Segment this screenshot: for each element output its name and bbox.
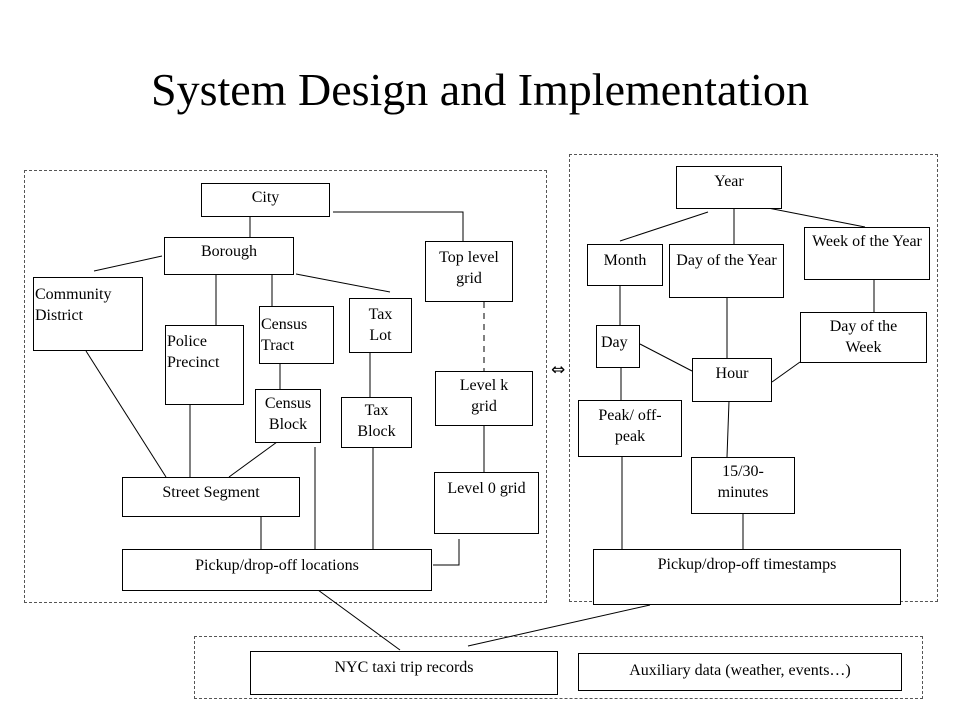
spatial-hierarchy-group (24, 170, 547, 603)
census-block-box: Census Block (255, 389, 321, 443)
borough-box: Borough (164, 237, 294, 275)
edge-census-block-street-segment (228, 441, 278, 478)
edge-pickup-taxi-records (317, 589, 401, 651)
day-of-the-week-box: Day of the Week (800, 312, 927, 363)
minutes-box: 15/30- minutes (691, 457, 795, 514)
community-district-box: Community District (33, 277, 143, 351)
level-k-grid-box: Level k grid (435, 371, 533, 426)
edge-city-top-level-grid (333, 211, 464, 241)
police-precinct-box: Police Precinct (165, 325, 244, 405)
edge-timestamps-taxi-records (467, 604, 651, 647)
edge-day-hour (639, 343, 693, 372)
edge-year-week-of-year (767, 207, 866, 228)
slide-title: System Design and Implementation (151, 64, 809, 115)
nyc-taxi-trip-records-box: NYC taxi trip records (250, 651, 558, 695)
top-level-grid-box: Top level grid (425, 241, 513, 302)
tax-lot-box: Tax Lot (349, 298, 412, 353)
edge-level-0-pickup (433, 539, 460, 566)
year-box: Year (676, 166, 782, 209)
edge-borough-tax-lot (295, 273, 391, 293)
edge-community-district-street-segment (85, 350, 167, 478)
peak-offpeak-box: Peak/ off-peak (578, 400, 682, 457)
street-segment-box: Street Segment (122, 477, 300, 517)
tax-block-box: Tax Block (341, 397, 412, 448)
edge-day-of-week-hour (771, 361, 801, 383)
week-of-the-year-box: Week of the Year (804, 227, 930, 280)
data-sources-group (194, 636, 923, 699)
edge-hour-minutes (726, 400, 730, 458)
pickup-dropoff-locations-box: Pickup/drop-off locations (122, 549, 432, 591)
relation-symbol: ⇔ (551, 360, 566, 380)
edge-borough-community-district (93, 255, 163, 272)
hour-box: Hour (692, 358, 772, 402)
day-of-the-year-box: Day of the Year (669, 244, 784, 298)
day-box: Day (596, 325, 640, 368)
census-tract-box: Census Tract (259, 306, 334, 364)
month-box: Month (587, 244, 663, 286)
edge-year-month (619, 211, 709, 242)
pickup-dropoff-timestamps-box: Pickup/drop-off timestamps (593, 549, 901, 605)
city-box: City (201, 183, 330, 217)
auxiliary-data-box: Auxiliary data (weather, events…) (578, 653, 902, 691)
level-0-grid-box: Level 0 grid (434, 472, 539, 534)
